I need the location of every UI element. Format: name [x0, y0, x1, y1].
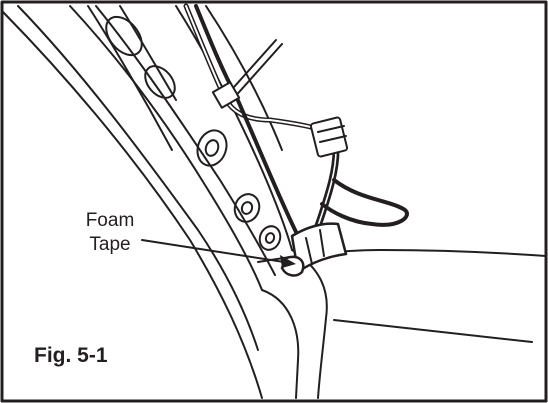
bolt-boss-2	[233, 193, 261, 223]
base-inner-curve	[291, 249, 328, 399]
bolt-boss-3	[258, 225, 282, 251]
upright-rail-right	[95, 5, 276, 276]
cable-tie	[211, 39, 283, 109]
wire-black-1	[194, 4, 300, 238]
figure-caption: Fig. 5-1	[34, 344, 108, 367]
upright-outer-left	[2, 11, 263, 399]
channel-right	[119, 5, 177, 101]
base-lower-curve	[261, 289, 300, 399]
channel-roller-2	[144, 65, 176, 99]
callout-line-2: Tape	[89, 234, 131, 255]
upright-inner-left	[17, 5, 259, 351]
bolt-boss-1	[196, 129, 228, 167]
callout-arrowhead	[280, 255, 296, 268]
wire-loop-inner	[185, 5, 327, 133]
wire-loop	[183, 3, 329, 135]
callout-line-1: Foam	[85, 210, 135, 231]
foam-tape	[280, 222, 348, 277]
connector	[309, 116, 349, 158]
base-flat-line	[333, 319, 533, 343]
channel-roller-1	[105, 15, 143, 57]
upright-right-edge	[205, 5, 283, 151]
channel-left	[87, 5, 173, 151]
callout-leader-line	[141, 239, 285, 263]
callout-label: Foam Tape	[70, 211, 150, 254]
wire-side-loop	[320, 178, 409, 227]
